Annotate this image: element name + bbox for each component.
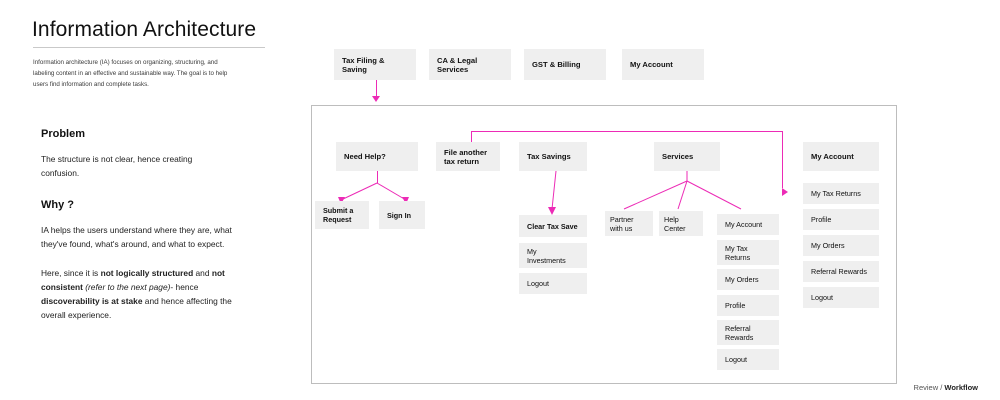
node-account-referral-rewards[interactable]: Referral Rewards <box>803 261 879 282</box>
node-label: Help Center <box>664 214 686 233</box>
node-label: Profile <box>725 301 746 310</box>
node-label: Clear Tax Save <box>527 221 578 231</box>
node-file-another-tax-return[interactable]: File another tax return <box>436 142 500 171</box>
node-services[interactable]: Services <box>654 142 720 171</box>
node-label: Profile <box>811 215 832 224</box>
node-sign-in[interactable]: Sign In <box>379 201 425 229</box>
node-services-logout[interactable]: Logout <box>717 349 779 370</box>
connector-needhelp-down <box>377 171 378 183</box>
footer-bold: Workflow <box>944 383 978 392</box>
page-title: Information Architecture <box>32 18 257 41</box>
why2-h: and hence affecting the overall experien… <box>41 295 232 320</box>
footer-prefix: Review / <box>913 383 945 392</box>
node-label: CA & Legal Services <box>437 55 478 74</box>
node-services-my-orders[interactable]: My Orders <box>717 269 779 290</box>
node-label: My Tax Returns <box>811 189 861 198</box>
node-gst-billing[interactable]: GST & Billing <box>524 49 606 80</box>
node-label: My Account <box>630 60 673 69</box>
node-label: Logout <box>811 293 833 302</box>
node-help-center[interactable]: Help Center <box>659 211 703 236</box>
why2-c: and <box>193 268 212 278</box>
node-need-help[interactable]: Need Help? <box>336 142 418 171</box>
node-partner-with-us[interactable]: Partner with us <box>605 211 653 236</box>
connector-taxfiling-down <box>376 80 377 98</box>
node-label: File another tax return <box>444 147 488 166</box>
node-logout-tax-savings[interactable]: Logout <box>519 273 587 294</box>
connector-taxsavings-down <box>548 170 557 215</box>
why-text-1: IA helps the users understand where they… <box>41 225 232 249</box>
why2-d: not consistent <box>41 268 225 292</box>
node-services-referral-rewards[interactable]: Referral Rewards <box>717 320 779 345</box>
connector-bus-horizontal <box>471 131 782 132</box>
connector-bus-left-down <box>471 131 472 142</box>
node-account-profile[interactable]: Profile <box>803 209 879 230</box>
node-label: My Orders <box>811 241 845 250</box>
node-services-profile[interactable]: Profile <box>717 295 779 316</box>
footer-label: Review / Workflow <box>914 383 978 392</box>
node-account-my-orders[interactable]: My Orders <box>803 235 879 256</box>
why2-a: Here, since it is <box>41 268 101 278</box>
node-account-logout[interactable]: Logout <box>803 287 879 308</box>
problem-heading: Problem <box>41 128 86 140</box>
why2-b: not logically structured <box>100 268 194 278</box>
node-label: Partner with us <box>610 214 634 233</box>
node-label: My Orders <box>725 275 759 284</box>
node-label: Referral Rewards <box>725 323 754 342</box>
node-label: Tax Filing & Saving <box>342 55 385 74</box>
problem-text: The structure is not clear, hence creati… <box>41 154 193 178</box>
node-label: My Investments <box>527 246 566 265</box>
why-text-2: Here, since it is not logically structur… <box>41 267 237 322</box>
node-services-my-account[interactable]: My Account <box>717 214 779 235</box>
node-label: Referral Rewards <box>811 267 867 276</box>
node-label: Sign In <box>387 210 411 220</box>
node-label: Tax Savings <box>527 152 571 161</box>
node-label: Logout <box>527 279 549 288</box>
node-tax-savings[interactable]: Tax Savings <box>519 142 587 171</box>
arrow-to-my-tax-returns <box>782 188 788 196</box>
why-heading: Why ? <box>41 199 74 211</box>
node-tax-filing-saving[interactable]: Tax Filing & Saving <box>334 49 416 80</box>
node-label: Need Help? <box>344 152 386 161</box>
why2-f: - hence <box>170 281 199 292</box>
node-label: My Account <box>725 220 763 229</box>
why2-g: discoverability is at stake <box>41 295 143 306</box>
why2-e: (refer to the next page) <box>82 281 171 292</box>
connector-needhelp-fan <box>338 182 409 204</box>
node-label: My Tax Returns <box>725 243 751 262</box>
intro-paragraph: Information architecture (IA) focuses on… <box>33 59 228 88</box>
connector-services-fan <box>623 171 742 210</box>
node-label: Logout <box>725 355 747 364</box>
node-label: My Account <box>811 152 854 161</box>
node-submit-a-request[interactable]: Submit a Request <box>315 201 369 229</box>
diagram-canvas <box>311 105 897 384</box>
node-account-my-tax-returns[interactable]: My Tax Returns <box>803 183 879 204</box>
node-my-investments[interactable]: My Investments <box>519 243 587 268</box>
node-my-account-top[interactable]: My Account <box>622 49 704 80</box>
arrow-taxfiling-down <box>372 96 380 102</box>
node-label: Submit a Request <box>323 206 354 224</box>
connector-bus-right-down <box>782 131 783 188</box>
title-divider <box>33 47 265 48</box>
node-label: Services <box>662 152 694 161</box>
node-services-my-tax-returns[interactable]: My Tax Returns <box>717 240 779 265</box>
node-clear-tax-save[interactable]: Clear Tax Save <box>519 215 587 237</box>
node-label: GST & Billing <box>532 60 581 69</box>
node-ca-legal-services[interactable]: CA & Legal Services <box>429 49 511 80</box>
node-my-account-branch[interactable]: My Account <box>803 142 879 171</box>
